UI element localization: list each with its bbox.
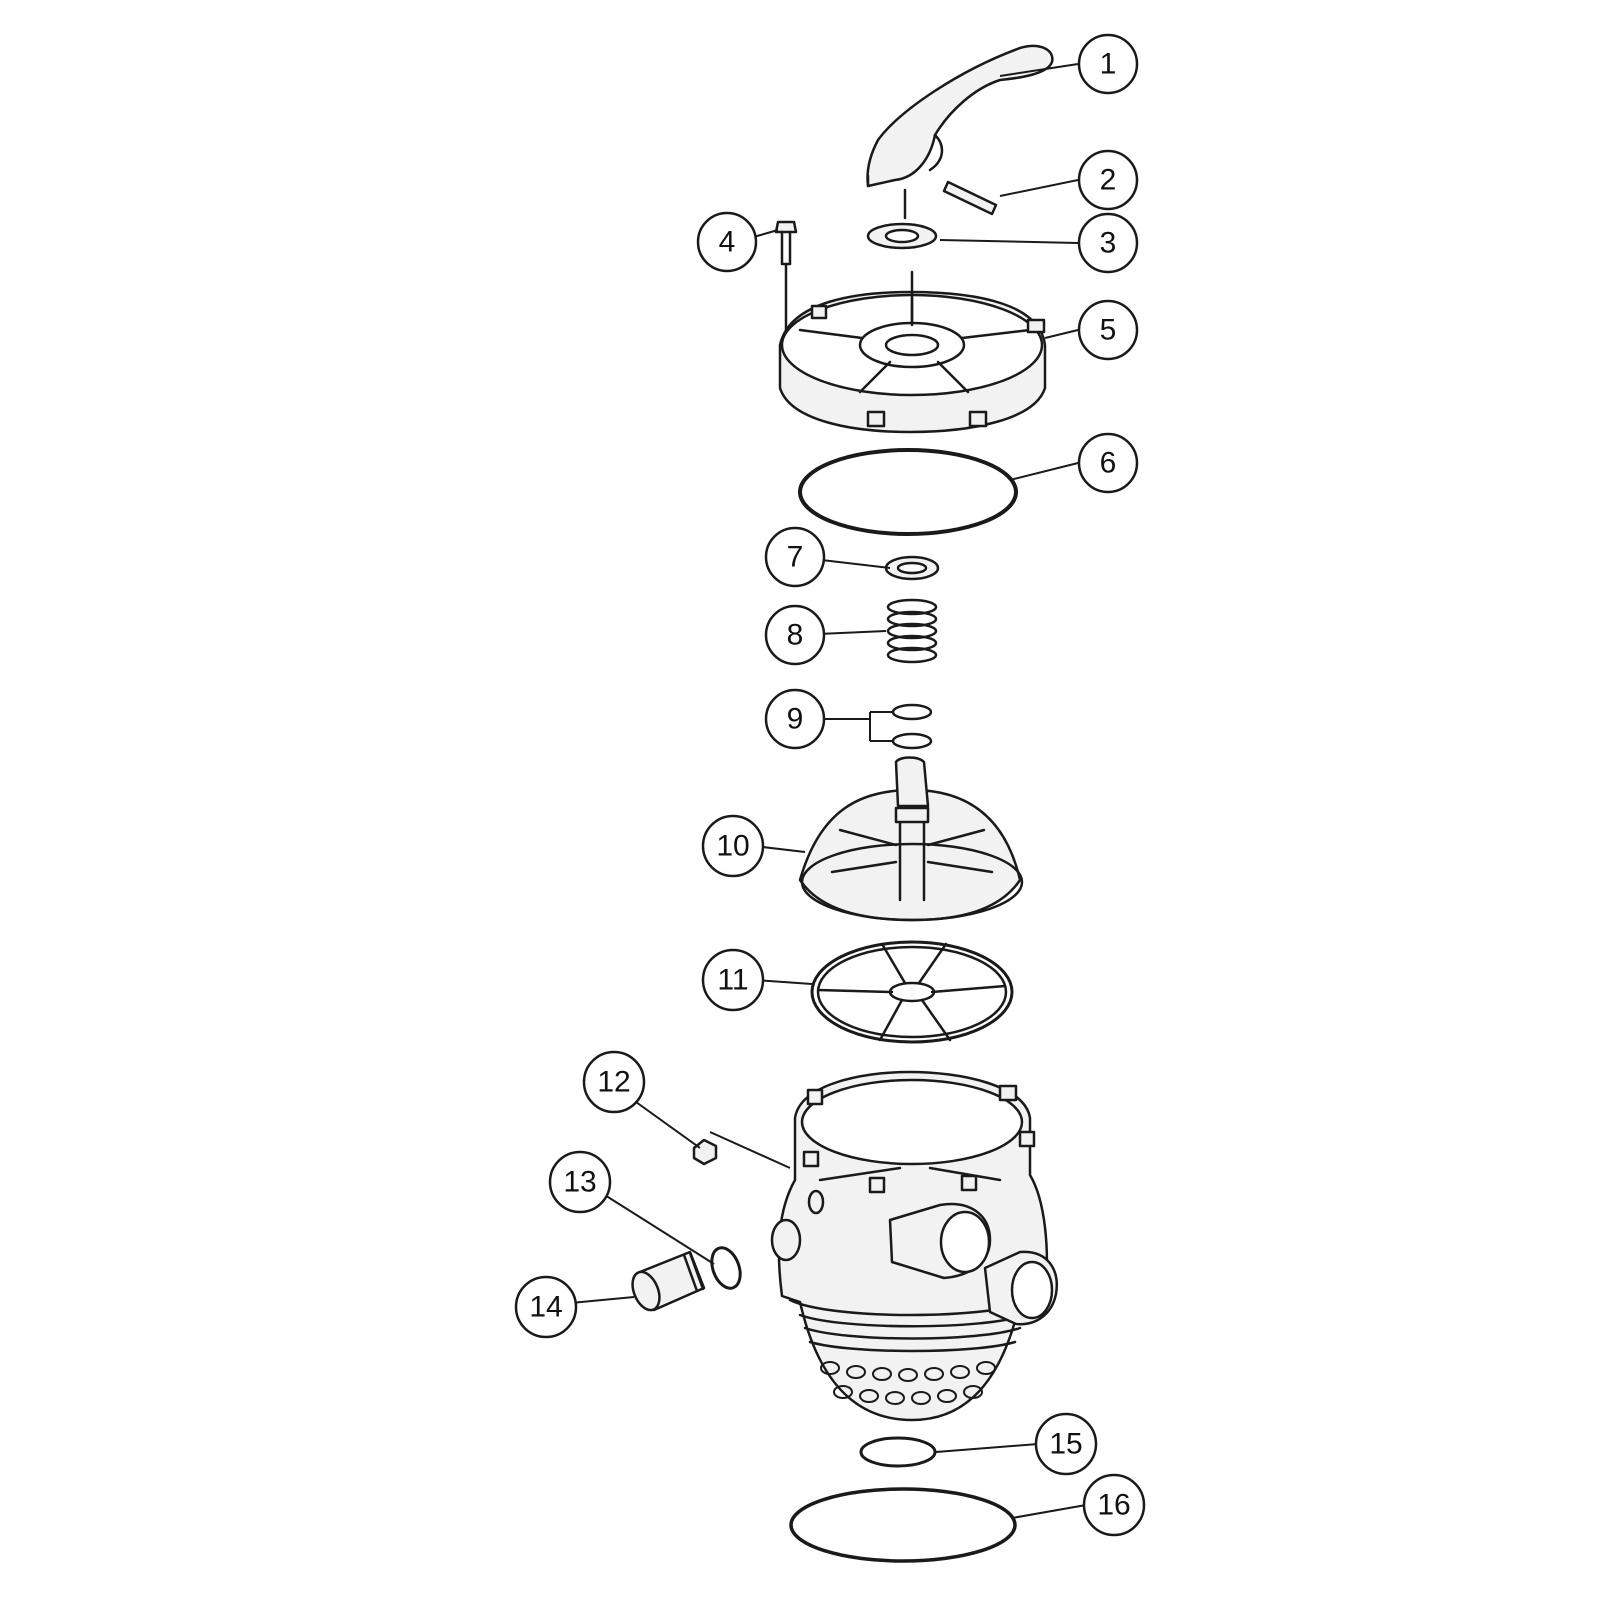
valve-cover-part <box>778 270 1047 434</box>
callout-1-number: 1 <box>1100 48 1117 81</box>
callout-13-number: 13 <box>563 1166 596 1199</box>
callout-11: 11 <box>701 948 765 1012</box>
callout-14-number: 14 <box>529 1291 562 1324</box>
callout-2: 2 <box>1077 149 1139 211</box>
callout-5: 5 <box>1077 299 1139 361</box>
spring-part <box>886 598 938 664</box>
drain-oring-part <box>710 1246 742 1290</box>
callout-7: 7 <box>764 526 826 588</box>
handle-part <box>866 44 1054 220</box>
screw-part <box>774 220 798 332</box>
washer-part <box>866 222 938 250</box>
rotor-part <box>798 756 1024 922</box>
callout-12: 12 <box>582 1050 646 1114</box>
drain-cap-part <box>631 1250 706 1312</box>
callout-8-number: 8 <box>787 619 804 652</box>
lid-oring-part <box>798 448 1018 536</box>
callout-3-number: 3 <box>1100 227 1117 260</box>
callout-9: 9 <box>764 688 826 750</box>
callout-12-number: 12 <box>597 1066 630 1099</box>
stem-orings-part <box>891 703 933 750</box>
callout-6-number: 6 <box>1100 447 1117 480</box>
callout-10-number: 10 <box>716 830 749 863</box>
body-oring-part <box>789 1487 1017 1563</box>
callout-9-number: 9 <box>787 703 804 736</box>
callout-14: 14 <box>514 1275 578 1339</box>
callout-11-number: 11 <box>717 964 748 997</box>
callout-6: 6 <box>1077 432 1139 494</box>
callout-15-number: 15 <box>1049 1428 1082 1461</box>
callout-4-number: 4 <box>719 226 736 259</box>
callout-16: 16 <box>1082 1473 1146 1537</box>
valve-body-part <box>770 1070 1058 1422</box>
callout-5-number: 5 <box>1100 314 1117 347</box>
callout-8: 8 <box>764 604 826 666</box>
plug-part <box>692 1138 718 1166</box>
bottom-seal-part <box>859 1436 937 1468</box>
callout-3: 3 <box>1077 212 1139 274</box>
pin-part <box>942 180 998 216</box>
callout-4: 4 <box>696 211 758 273</box>
spider-gasket-part <box>810 940 1014 1044</box>
callout-16-number: 16 <box>1097 1489 1130 1522</box>
callout-13: 13 <box>548 1150 612 1214</box>
callout-15: 15 <box>1034 1412 1098 1476</box>
callout-7-number: 7 <box>787 541 804 574</box>
callout-1: 1 <box>1077 33 1139 95</box>
callout-2-number: 2 <box>1100 164 1117 197</box>
gasket-part <box>884 555 940 581</box>
callout-10: 10 <box>701 814 765 878</box>
